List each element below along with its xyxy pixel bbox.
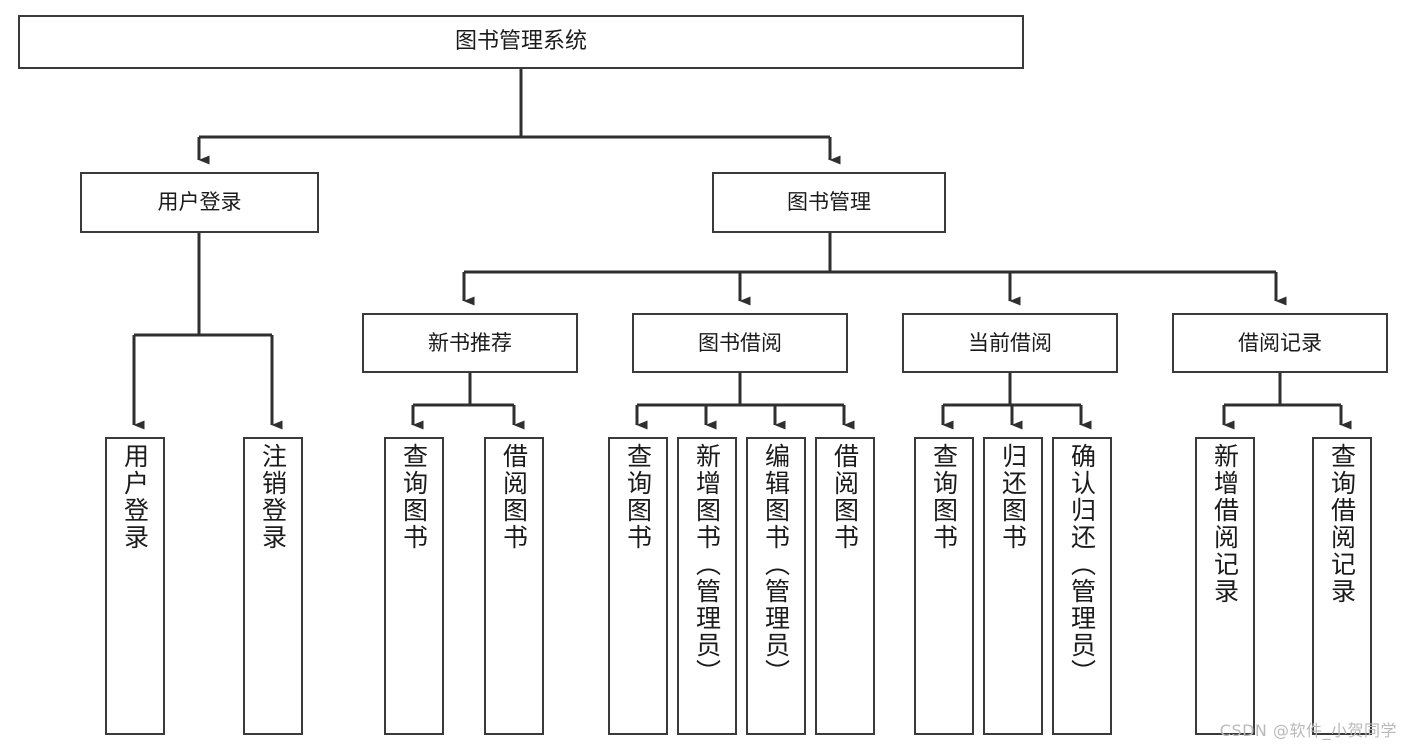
- leaf-confirm-return[interactable]: 确认归还（管理员）: [1052, 437, 1112, 735]
- leaf-query-record[interactable]: 查询借阅记录: [1312, 437, 1372, 735]
- leaf-confirm-return-label: 确认归还（管理员）: [1067, 443, 1097, 686]
- leaf-borrow-book-2[interactable]: 借阅图书: [815, 437, 875, 735]
- leaf-query-book-3-label: 查询图书: [929, 443, 959, 551]
- leaf-query-book-2-label: 查询图书: [623, 443, 653, 551]
- csdn-watermark: CSDN @软件_小贺同学: [1219, 721, 1397, 740]
- node-book-manage-label: 图书管理: [787, 190, 871, 215]
- leaf-borrow-book-2-label: 借阅图书: [830, 443, 860, 551]
- node-book-borrow[interactable]: 图书借阅: [632, 313, 848, 373]
- leaf-edit-book-label: 编辑图书（管理员）: [761, 443, 791, 686]
- node-book-borrow-label: 图书借阅: [698, 330, 782, 355]
- leaf-edit-book[interactable]: 编辑图书（管理员）: [746, 437, 806, 735]
- leaf-query-record-label: 查询借阅记录: [1327, 443, 1357, 605]
- node-user-login[interactable]: 用户登录: [80, 172, 319, 233]
- node-new-book-rec-label: 新书推荐: [428, 330, 512, 355]
- node-root[interactable]: 图书管理系统: [18, 15, 1024, 69]
- leaf-borrow-book-1-label: 借阅图书: [499, 443, 529, 551]
- node-book-manage[interactable]: 图书管理: [712, 172, 946, 233]
- leaf-user-login[interactable]: 用户登录: [105, 437, 165, 735]
- leaf-user-login-label: 用户登录: [120, 443, 150, 551]
- leaf-query-book-1[interactable]: 查询图书: [384, 437, 444, 735]
- leaf-return-book-label: 归还图书: [998, 443, 1028, 551]
- leaf-add-record[interactable]: 新增借阅记录: [1195, 437, 1255, 735]
- node-new-book-rec[interactable]: 新书推荐: [362, 313, 578, 373]
- node-user-login-label: 用户登录: [157, 190, 242, 215]
- node-current-borrow[interactable]: 当前借阅: [902, 313, 1118, 373]
- leaf-logout-label: 注销登录: [258, 443, 288, 551]
- leaf-query-book-1-label: 查询图书: [399, 443, 429, 551]
- node-current-borrow-label: 当前借阅: [968, 330, 1052, 355]
- node-borrow-record-label: 借阅记录: [1238, 330, 1322, 355]
- leaf-query-book-3[interactable]: 查询图书: [914, 437, 974, 735]
- leaf-add-book-label: 新增图书（管理员）: [692, 443, 722, 686]
- leaf-query-book-2[interactable]: 查询图书: [608, 437, 668, 735]
- leaf-add-book[interactable]: 新增图书（管理员）: [677, 437, 737, 735]
- leaf-add-record-label: 新增借阅记录: [1210, 443, 1240, 605]
- leaf-borrow-book-1[interactable]: 借阅图书: [484, 437, 544, 735]
- leaf-return-book[interactable]: 归还图书: [983, 437, 1043, 735]
- node-borrow-record[interactable]: 借阅记录: [1172, 313, 1388, 373]
- node-root-label: 图书管理系统: [454, 29, 587, 55]
- leaf-logout[interactable]: 注销登录: [243, 437, 303, 735]
